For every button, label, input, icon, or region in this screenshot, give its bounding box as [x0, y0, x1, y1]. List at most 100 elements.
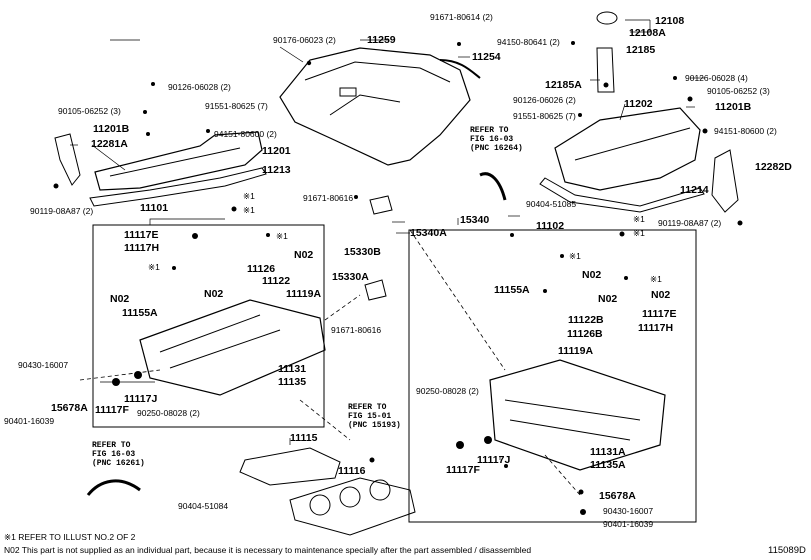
label-x1-d: ※1 — [633, 228, 645, 238]
label-x1-h: ※1 — [650, 274, 662, 284]
label-x1-g: ※1 — [569, 251, 581, 261]
label-94151-80600-a: 94151-80600 (2) — [214, 129, 277, 139]
cylinder-head-11101 — [139, 299, 326, 396]
label-N02-e: N02 — [598, 293, 618, 305]
label-11117H-a: 11117H — [124, 242, 160, 254]
oil-cap-12108 — [596, 11, 618, 25]
label-11117F-a: 11117F — [95, 404, 129, 416]
label-90430-16007-b: 90430-16007 — [603, 506, 654, 516]
hose-11254 — [439, 59, 481, 79]
group-box-11101 — [92, 224, 325, 428]
bracket-12282D — [711, 149, 739, 213]
label-90404-51085: 90404-51085 — [526, 199, 577, 209]
label-11117J-b: 11117J — [477, 454, 511, 466]
oil-control-valve-15340 — [369, 195, 393, 215]
label-15340A: 15340A — [410, 227, 447, 239]
label-91671-80614: 91671-80614 (2) — [430, 12, 493, 22]
label-11214: 11214 — [680, 184, 709, 196]
bracket-12281A — [54, 133, 81, 186]
label-N02-c: N02 — [110, 293, 130, 305]
label-90250-08028-a: 90250-08028 (2) — [137, 408, 200, 418]
label-11254: 11254 — [472, 51, 501, 63]
label-N02-a: N02 — [294, 249, 314, 261]
cylinder-head-11102 — [489, 359, 666, 471]
label-94150-80641: 94150-80641 (2) — [497, 37, 560, 47]
label-11155A-a: 11155A — [122, 307, 158, 319]
refer-note-16264: REFER TO FIG 16-03 (PNC 16264) — [470, 126, 523, 153]
label-90404-51084: 90404-51084 — [178, 501, 229, 511]
label-11115: 11115 — [290, 432, 318, 444]
group-box-11102 — [408, 229, 697, 523]
label-15678A-a: 15678A — [51, 402, 88, 414]
label-x1-f: ※1 — [148, 262, 160, 272]
label-11117E-a: 11117E — [124, 229, 159, 241]
label-90126-06028-2: 90126-06028 (2) — [168, 82, 231, 92]
label-91551-80625-a: 91551-80625 (7) — [205, 101, 268, 111]
label-11131A: 11131A — [590, 446, 626, 458]
label-11135A: 11135A — [590, 459, 626, 471]
label-90176-06023: 90176-06023 (2) — [273, 35, 336, 45]
label-12282D: 12282D — [755, 161, 792, 173]
label-90430-16007-a: 90430-16007 — [18, 360, 69, 370]
label-11119A-b: 11119A — [558, 345, 594, 357]
label-N02-d: N02 — [204, 288, 224, 300]
label-11117F-b: 11117F — [446, 464, 480, 476]
label-11119A-a: 11119A — [286, 288, 322, 300]
label-15678A-b: 15678A — [599, 490, 636, 502]
label-90119-08A87-a: 90119-08A87 (2) — [30, 206, 94, 216]
label-11117E-b: 11117E — [642, 308, 677, 320]
label-12281A: 12281A — [91, 138, 128, 150]
label-12108: 12108 — [655, 15, 685, 27]
label-11135-a: 11135 — [278, 376, 307, 388]
label-11101: 11101 — [140, 202, 169, 214]
label-90105-06252-a: 90105-06252 (3) — [58, 106, 121, 116]
label-90105-06252-b: 90105-06252 (3) — [707, 86, 770, 96]
footnote-illust-ref: ※1 REFER TO ILLUST NO.2 OF 2 — [4, 532, 136, 542]
label-90401-16039-a: 90401-16039 — [4, 416, 55, 426]
oil-filler-12185 — [596, 47, 615, 93]
head-gasket-11116 — [289, 477, 416, 536]
label-12185A: 12185A — [545, 79, 582, 91]
label-15330B: 15330B — [344, 246, 381, 258]
label-11201B-a: 11201B — [93, 123, 130, 135]
label-94151-80600-b: 94151-80600 (2) — [714, 126, 777, 136]
label-90401-16039-b: 90401-16039 — [603, 519, 654, 529]
oil-control-valve-15330A — [364, 279, 387, 301]
label-N02-b: N02 — [582, 269, 602, 281]
label-12185: 12185 — [626, 44, 656, 56]
label-11126B: 11126B — [567, 328, 603, 340]
label-11259: 11259 — [367, 34, 396, 46]
label-15330A: 15330A — [332, 271, 369, 283]
label-11201B-b: 11201B — [715, 101, 752, 113]
label-11117H-b: 11117H — [638, 322, 674, 334]
label-12108A: 12108A — [629, 27, 666, 39]
head-gasket-11115 — [239, 447, 341, 486]
label-x1-b: ※1 — [243, 205, 255, 215]
label-90250-08028-b: 90250-08028 (2) — [416, 386, 479, 396]
gasket-11213 — [89, 167, 267, 207]
label-N02-f: N02 — [651, 289, 671, 301]
label-11117J-a: 11117J — [124, 393, 158, 405]
hose-16261 — [86, 479, 141, 496]
valve-cover-11201 — [94, 131, 263, 191]
label-15340: 15340 — [460, 214, 490, 226]
label-91671-80616-b: 91671-80616 — [331, 325, 382, 335]
label-11213: 11213 — [262, 164, 291, 176]
label-11116: 11116 — [338, 465, 366, 477]
label-11122B: 11122B — [568, 314, 604, 326]
label-11155A-b: 11155A — [494, 284, 530, 296]
label-90119-08A87-b: 90119-08A87 (2) — [658, 218, 722, 228]
label-x1-a: ※1 — [243, 191, 255, 201]
illustration-number: 115089D — [768, 545, 806, 556]
refer-note-16261: REFER TO FIG 16-03 (PNC 16261) — [92, 441, 145, 468]
valve-cover-11202 — [554, 107, 701, 191]
footnote-n02: N02 This part is not supplied as an indi… — [4, 545, 532, 555]
label-x1-c: ※1 — [633, 214, 645, 224]
label-11122-a: 11122 — [262, 275, 291, 287]
label-91551-80625-b: 91551-80625 (7) — [513, 111, 576, 121]
label-91671-80616-a: 91671-80616 — [303, 193, 354, 203]
label-11201: 11201 — [262, 145, 291, 157]
hose-16264 — [479, 172, 507, 201]
